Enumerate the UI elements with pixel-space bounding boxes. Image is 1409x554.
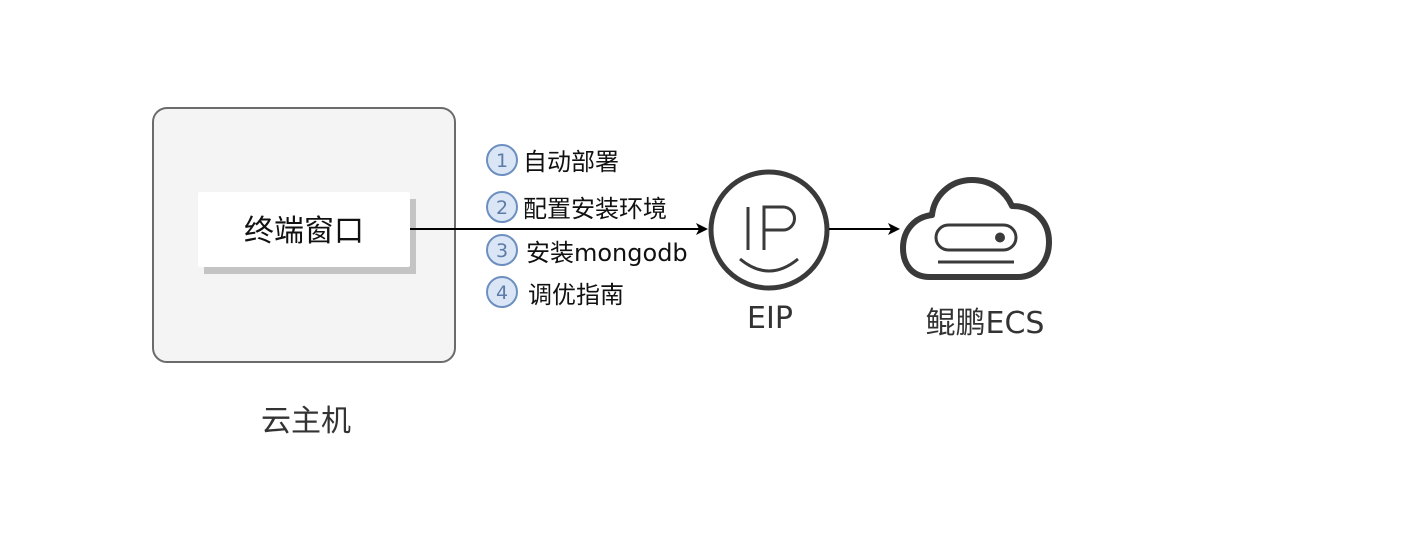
step-item: 1 自动部署 <box>486 144 619 176</box>
step-number: 2 <box>496 197 508 219</box>
ecs-label: 鲲鹏ECS <box>926 306 1045 341</box>
eip-label: EIP <box>747 301 793 336</box>
step-badge <box>486 144 518 176</box>
step-label: 安装mongodb <box>526 239 688 267</box>
ecs-node: 鲲鹏ECS <box>900 177 1052 341</box>
step-number: 4 <box>496 282 508 304</box>
terminal-window-label: 终端窗口 <box>244 214 364 249</box>
step-list: 1 自动部署 2 配置安装环境 3 安装mongodb 4 调优指南 <box>486 144 688 309</box>
eip-node: EIP <box>708 169 830 336</box>
step-badge <box>486 191 518 223</box>
step-label: 调优指南 <box>528 281 624 309</box>
terminal-window-card <box>198 192 410 267</box>
ip-address-icon <box>708 169 830 291</box>
cloud-host-node: 终端窗口 云主机 <box>152 107 456 439</box>
step-badge <box>486 276 518 308</box>
step-item: 3 安装mongodb <box>486 234 688 267</box>
cloud-host-label: 云主机 <box>261 404 351 439</box>
step-item: 4 调优指南 <box>486 276 624 309</box>
terminal-window-node: 终端窗口 <box>198 192 416 274</box>
step-number: 3 <box>496 240 508 262</box>
step-item: 2 配置安装环境 <box>486 191 667 223</box>
cloud-server-icon <box>900 177 1052 280</box>
step-number: 1 <box>496 150 508 172</box>
step-badge <box>486 234 518 266</box>
step-label: 自动部署 <box>523 148 619 176</box>
step-label: 配置安装环境 <box>523 195 667 223</box>
